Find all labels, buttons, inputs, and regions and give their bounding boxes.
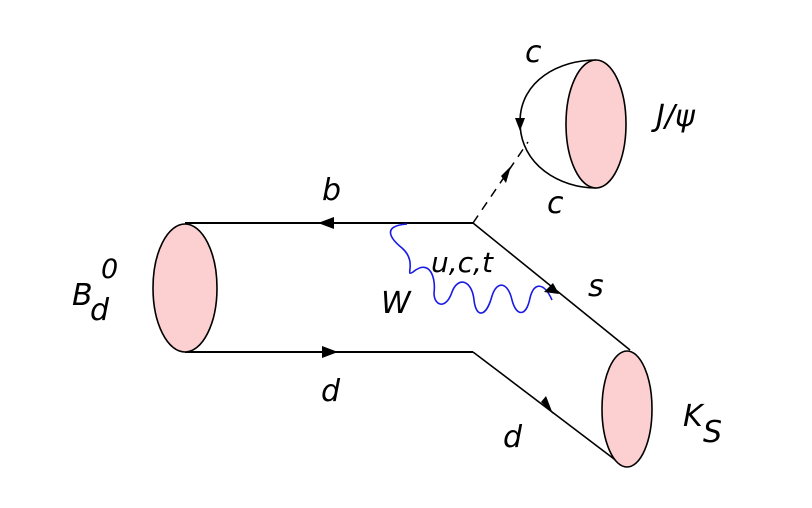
d-quark-label-lower: d (321, 374, 341, 409)
b-quark-arrow (318, 217, 334, 229)
b-meson-label: B 0 d (72, 251, 128, 328)
s-quark-label: s (588, 269, 604, 304)
b-meson-label-sub: d (90, 293, 110, 328)
kshort-label-base: K (683, 399, 705, 434)
s-quark-arrow (544, 283, 559, 294)
w-boson-wave (389, 223, 553, 314)
c-quark-label-top: c (525, 35, 542, 70)
dashed-arrow-head (501, 166, 511, 183)
jpsi-label: J/ψ (651, 99, 696, 134)
kshort-ellipse (601, 350, 653, 468)
kshort-label-sub: S (703, 415, 722, 450)
c-loop-arrow (515, 118, 525, 131)
d-quark-arrow-right (541, 396, 553, 414)
internal-quarks-label: u,c,t (431, 246, 494, 279)
b-meson-ellipse (152, 223, 218, 353)
w-boson-label: W (381, 286, 412, 321)
jpsi-ellipse (565, 59, 627, 189)
c-quark-label-bottom: c (547, 186, 564, 221)
b-meson-label-sup: 0 (101, 254, 118, 285)
kshort-label: K S (683, 399, 722, 450)
d-quark-label-right: d (503, 420, 523, 455)
b-meson-label-base: B (72, 278, 93, 313)
d-quark-arrow-lower (322, 346, 338, 358)
b-quark-label: b (322, 173, 341, 208)
dashed-propagator-line (472, 141, 529, 224)
